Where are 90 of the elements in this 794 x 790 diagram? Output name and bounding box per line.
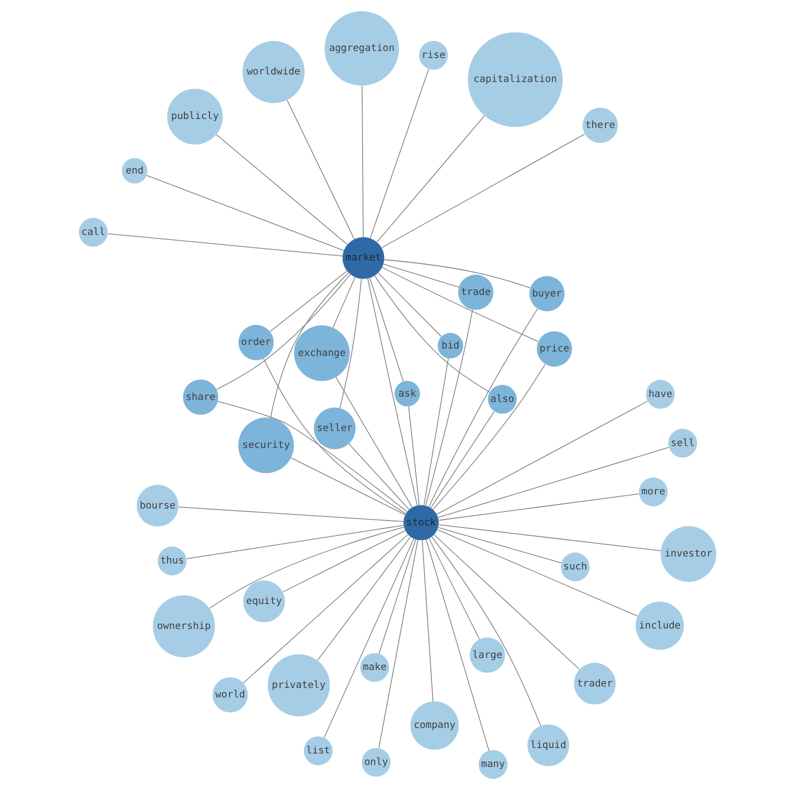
connector [335, 376, 412, 508]
connector [215, 134, 348, 245]
node-circle: sell [668, 428, 697, 458]
node-circle: publicly [166, 88, 222, 144]
node-circle: ask [394, 380, 420, 406]
node-circle: company [410, 701, 458, 750]
connector [374, 275, 490, 392]
node-circle: investor [660, 526, 716, 582]
connector [424, 309, 472, 506]
connector [186, 524, 404, 560]
node-circle: security [238, 418, 294, 474]
connector [262, 358, 406, 514]
connector [383, 259, 530, 288]
connector [290, 457, 405, 516]
node-circle: more [638, 478, 668, 506]
connector [216, 274, 350, 390]
connector [438, 494, 639, 521]
connector [323, 538, 414, 738]
connector [106, 233, 342, 256]
node-circle: large [469, 637, 505, 673]
connector [430, 411, 494, 508]
connector [421, 540, 433, 702]
node-circle: price [536, 331, 572, 367]
connector [339, 278, 362, 408]
node-circle: rise [418, 40, 448, 70]
connector [286, 100, 354, 240]
node-circle: share [182, 380, 218, 415]
node-circle: order [238, 324, 274, 360]
connector [377, 272, 442, 337]
node-circle: aggregation [324, 11, 398, 86]
node-circle: trader [573, 662, 616, 705]
connector [423, 358, 448, 506]
node-circle: end [121, 158, 147, 184]
connector [282, 530, 406, 592]
node-circle: trade [458, 274, 493, 310]
connector [428, 308, 538, 508]
connector [269, 270, 347, 332]
node-circle: liquid [526, 724, 569, 766]
connector [217, 401, 407, 512]
node-circle: call [78, 218, 108, 247]
connector [270, 272, 348, 418]
node-circle: privately [267, 654, 330, 716]
connector [332, 276, 355, 328]
node-circle: many [478, 750, 507, 779]
node-circle: bid [437, 332, 463, 358]
node-circle: equity [242, 580, 284, 622]
connector [348, 443, 409, 510]
connector [378, 539, 416, 654]
node-circle: thus [157, 546, 186, 576]
connector [381, 267, 538, 342]
node-circle: worldwide [242, 40, 304, 104]
connector [380, 134, 584, 248]
node-circle: make [360, 653, 389, 682]
node-circle: market [342, 237, 384, 279]
connector [378, 540, 418, 748]
connector [438, 524, 661, 552]
connector [208, 526, 404, 609]
connector [376, 115, 484, 242]
node-circle: list [303, 736, 332, 766]
node-circle: such [560, 552, 590, 582]
connector [433, 534, 580, 670]
node-circle: seller [313, 407, 356, 450]
connector [366, 278, 418, 506]
connector [437, 527, 562, 564]
node-circle: buyer [528, 276, 564, 312]
connector [361, 85, 364, 238]
node-circle: capitalization [467, 32, 562, 127]
connector [425, 539, 489, 751]
connector [428, 538, 480, 640]
connector [369, 68, 429, 239]
connector [368, 278, 404, 382]
connector [316, 536, 410, 661]
node-circle: also [487, 384, 516, 414]
connector [436, 400, 648, 515]
connector [408, 406, 420, 506]
node-circle: only [361, 748, 390, 777]
node-circle: there [582, 108, 618, 143]
node-circle: exchange [294, 325, 350, 382]
node-circle: have [645, 380, 674, 409]
connector [178, 506, 404, 522]
node-circle: ownership [152, 595, 214, 658]
connector [432, 364, 545, 510]
connector [382, 264, 459, 288]
node-circle: bourse [136, 484, 178, 527]
node-circle: include [635, 602, 684, 650]
node-circle: stock [402, 505, 438, 540]
connector [436, 529, 638, 617]
connector [431, 536, 541, 726]
node-circle: world [212, 677, 248, 713]
connector [146, 175, 344, 251]
